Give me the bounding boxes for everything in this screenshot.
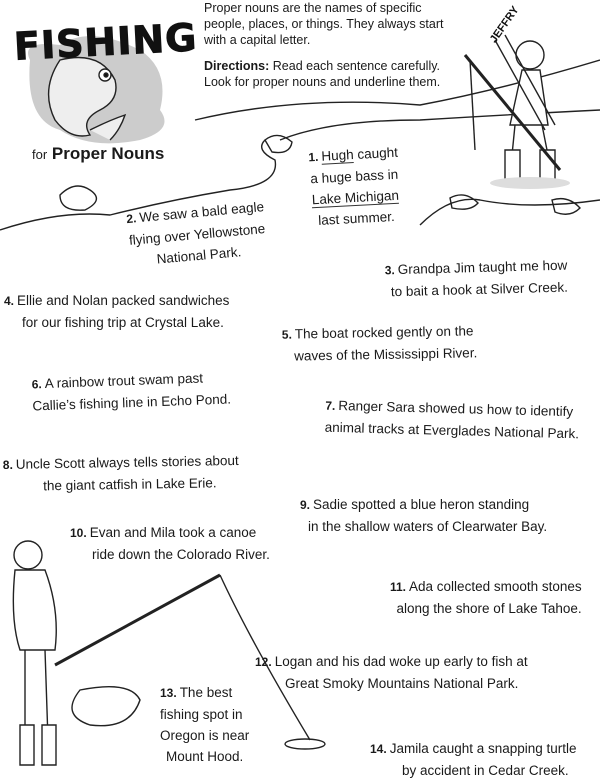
sentence-14: 14.Jamila caught a snapping turtle by ac… <box>370 741 577 778</box>
fish-icon <box>47 56 127 141</box>
worksheet-subtitle: for Proper Nouns <box>32 144 165 163</box>
sentence-2: 2.We saw a bald eagle flying over Yellow… <box>125 199 266 267</box>
boy-fishing-illustration <box>463 34 570 189</box>
intro-text: Proper nouns are the names of specific p… <box>204 1 444 47</box>
sentence-9: 9.Sadie spotted a blue heron standing in… <box>300 497 548 534</box>
sentence-6: 6.A rainbow trout swam past Callie’s fis… <box>31 370 232 414</box>
sentence-10: 10.Evan and Mila took a canoe ride down … <box>70 525 270 562</box>
sentence-4: 4.Ellie and Nolan packed sandwiches for … <box>4 293 230 330</box>
sentence-5: 5.The boat rocked gently on the waves of… <box>281 323 478 364</box>
sentence-3: 3.Grandpa Jim taught me how to bait a ho… <box>384 257 569 300</box>
sentence-13: 13.The best fishing spot in Oregon is ne… <box>160 685 250 764</box>
sentence-7: 7.Ranger Sara showed us how to identify … <box>324 398 580 442</box>
sentence-1: 1.Hugh caught a huge bass in Lake Michig… <box>308 144 400 228</box>
rod-label: JEFFRY <box>488 4 522 46</box>
sentence-12: 12.Logan and his dad woke up early to fi… <box>255 654 528 691</box>
directions-text: Directions: Read each sentence carefully… <box>204 59 441 89</box>
sentence-8: 8.Uncle Scott always tells stories about… <box>2 452 239 494</box>
instructions: Proper nouns are the names of specific p… <box>204 0 464 100</box>
sentence-11: 11.Ada collected smooth stones along the… <box>390 579 582 616</box>
girl-fishing-illustration <box>12 540 326 766</box>
